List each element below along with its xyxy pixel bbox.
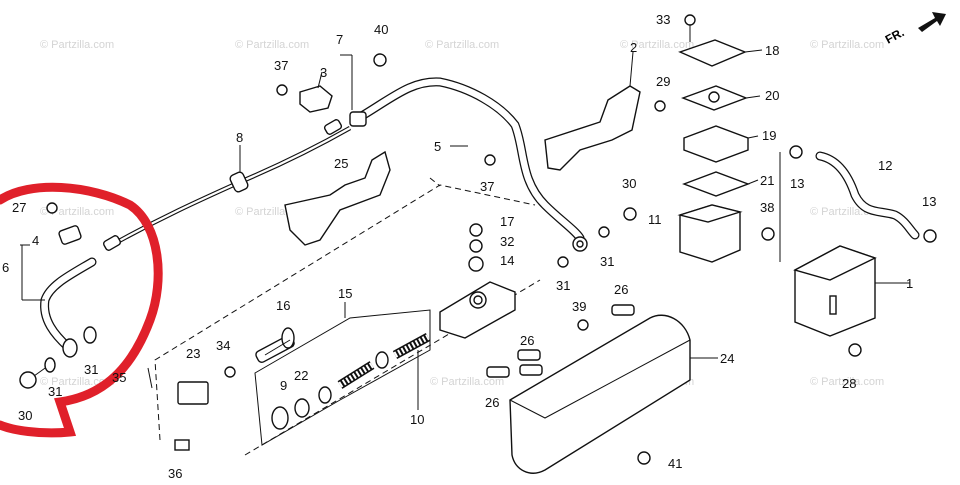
callout-label: 39 xyxy=(572,299,586,314)
callout-label: 1 xyxy=(906,276,913,291)
callout-label: 38 xyxy=(760,200,774,215)
callout-label: 23 xyxy=(186,346,200,361)
reservoir-hose-12 xyxy=(815,151,920,240)
watermark: © Partzilla.com xyxy=(40,206,114,218)
watermark: © Partzilla.com xyxy=(430,376,504,388)
watermark: © Partzilla.com xyxy=(235,39,309,51)
callout-label: 30 xyxy=(622,176,636,191)
callout-label: 37 xyxy=(480,179,494,194)
callout-label: 40 xyxy=(374,22,388,37)
callout-label: 30 xyxy=(18,408,32,423)
callout-label: 12 xyxy=(878,158,892,173)
callout-label: 10 xyxy=(410,412,424,427)
callout-label: 28 xyxy=(842,376,856,391)
lower-hose-assembly xyxy=(19,202,97,389)
brake-hose-upper xyxy=(349,77,588,252)
callout-label: 13 xyxy=(790,176,804,191)
callout-label: 11 xyxy=(648,212,662,227)
callout-label: 13 xyxy=(922,194,936,209)
watermark: © Partzilla.com xyxy=(40,376,114,388)
watermark: © Partzilla.com xyxy=(40,39,114,51)
callout-label: 15 xyxy=(338,286,352,301)
callout-label: 9 xyxy=(280,378,287,393)
callout-label: 31 xyxy=(556,278,570,293)
leader-lines xyxy=(20,49,910,410)
callout-label: 8 xyxy=(236,130,243,145)
callout-label: 41 xyxy=(668,456,682,471)
callout-label: 5 xyxy=(434,139,441,154)
callout-label: 3 xyxy=(320,65,327,80)
callout-label: 16 xyxy=(276,298,290,313)
callout-label: 19 xyxy=(762,128,776,143)
callout-label: 17 xyxy=(500,214,514,229)
cover-1 xyxy=(793,245,877,337)
bracket-2 xyxy=(544,85,641,171)
callout-label: 31 xyxy=(600,254,614,269)
stay-3 xyxy=(299,85,333,113)
callout-label: 20 xyxy=(765,88,779,103)
piston-assembly xyxy=(255,327,431,430)
callout-label: 2 xyxy=(630,40,637,55)
callout-label: 24 xyxy=(720,351,734,366)
callout-labels: 1 2 3 4 5 6 7 8 9 10 11 12 13 13 14 15 1… xyxy=(2,12,936,481)
callout-label: 25 xyxy=(334,156,348,171)
callout-label: 36 xyxy=(168,466,182,481)
callout-label: 26 xyxy=(485,395,499,410)
callout-label: 21 xyxy=(760,173,774,188)
callout-label: 26 xyxy=(614,282,628,297)
callout-label: 35 xyxy=(112,370,126,385)
front-direction-arrow-icon: FR. xyxy=(883,12,946,47)
callout-label: 14 xyxy=(500,253,514,268)
callout-label: 33 xyxy=(656,12,670,27)
red-highlight-circle xyxy=(0,182,163,438)
callout-label: 6 xyxy=(2,260,9,275)
callout-label: 32 xyxy=(500,234,514,249)
callout-label: 31 xyxy=(48,384,62,399)
callout-label: 18 xyxy=(765,43,779,58)
watermark: © Partzilla.com xyxy=(810,39,884,51)
direction-label: FR. xyxy=(883,25,907,46)
callout-label: 34 xyxy=(216,338,230,353)
callout-label: 7 xyxy=(336,32,343,47)
master-cylinder xyxy=(439,281,516,339)
callout-label: 22 xyxy=(294,368,308,383)
reservoir-cap-parts xyxy=(678,39,750,197)
watermark: © Partzilla.com xyxy=(810,376,884,388)
callout-label: 4 xyxy=(32,233,39,248)
cover-24 xyxy=(509,314,691,474)
callout-label: 27 xyxy=(12,200,26,215)
watermark: © Partzilla.com xyxy=(620,39,694,51)
bracket-25 xyxy=(284,150,391,246)
small-fasteners xyxy=(147,14,937,465)
callout-label: 31 xyxy=(84,362,98,377)
callout-label: 29 xyxy=(656,74,670,89)
watermark: © Partzilla.com xyxy=(425,39,499,51)
callout-label: 37 xyxy=(274,58,288,73)
callout-label: 26 xyxy=(520,333,534,348)
reservoir-11 xyxy=(677,204,743,263)
